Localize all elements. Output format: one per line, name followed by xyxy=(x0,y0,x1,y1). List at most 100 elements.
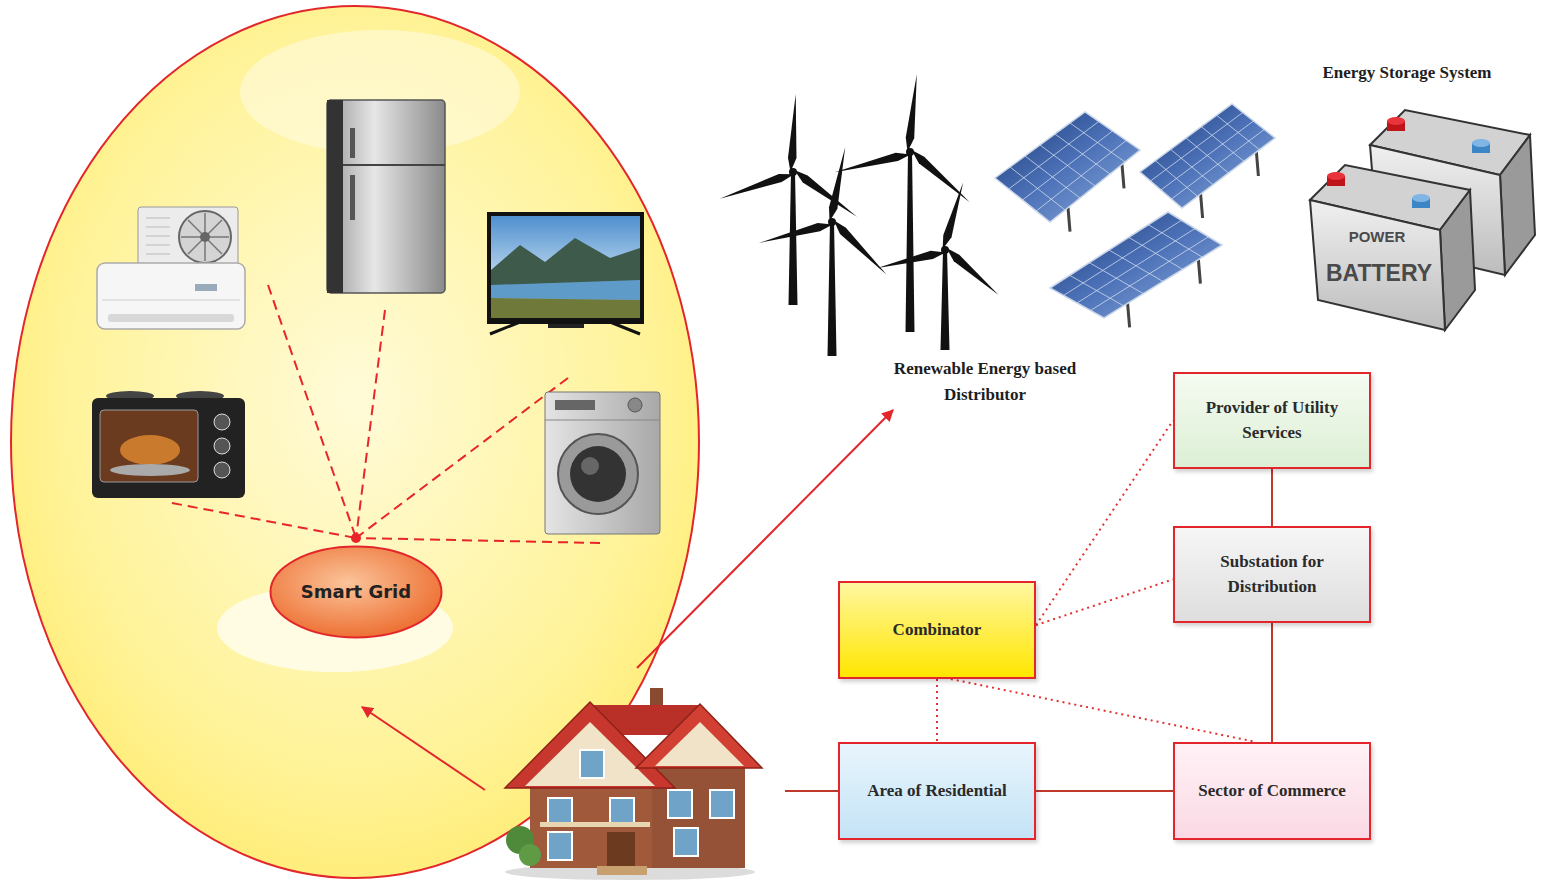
oven xyxy=(110,464,190,476)
solar-panel xyxy=(1064,220,1182,295)
wind-turbine xyxy=(758,219,833,248)
dashed-link xyxy=(356,538,600,543)
house xyxy=(548,798,572,826)
oven xyxy=(100,410,198,482)
air-conditioner xyxy=(146,227,170,228)
air-conditioner xyxy=(108,314,234,322)
battery xyxy=(1387,117,1405,125)
node-text: Sector of Commerce xyxy=(1198,779,1346,804)
node-text: Provider of Utility Services xyxy=(1187,396,1357,445)
refrigerator xyxy=(327,100,343,293)
process-box: Sector of Commerce xyxy=(1173,742,1371,840)
refrigerator xyxy=(327,100,445,293)
air-conditioner xyxy=(146,236,170,237)
solar-panel xyxy=(1161,121,1254,190)
process-box: Substation for Distribution xyxy=(1173,526,1371,623)
battery xyxy=(1440,190,1475,330)
wind-turbine xyxy=(789,172,798,305)
wind-turbine xyxy=(788,94,799,172)
solar-panel xyxy=(995,112,1140,232)
air-conditioner xyxy=(97,207,245,329)
solar-panel xyxy=(1091,237,1209,311)
television xyxy=(487,212,644,324)
wind-turbine xyxy=(877,247,947,273)
solar-panel xyxy=(1151,113,1243,182)
node-text: Smart Grid xyxy=(301,579,411,605)
process-box: Area of Residential xyxy=(838,742,1036,840)
washing-machine xyxy=(581,457,599,475)
television xyxy=(491,298,640,318)
dashed-link xyxy=(356,310,385,538)
house-arrow xyxy=(362,707,485,790)
battery-label: BATTERY xyxy=(1319,256,1439,291)
air-conditioner xyxy=(138,207,238,269)
wind-turbine xyxy=(828,218,836,226)
ellipse-outline xyxy=(271,547,442,638)
connector xyxy=(936,679,938,742)
connector xyxy=(1036,421,1173,626)
wind-turbine xyxy=(941,246,949,254)
dashed-link xyxy=(172,503,356,538)
washing-machine xyxy=(628,398,642,412)
house xyxy=(710,790,734,818)
washing-machine xyxy=(545,420,660,421)
section-title: Energy Storage System xyxy=(1277,60,1537,86)
house xyxy=(505,702,675,788)
solar-panel xyxy=(1023,131,1113,200)
wind-turbine xyxy=(758,146,890,356)
house xyxy=(655,722,744,766)
house xyxy=(548,832,572,860)
refrigerator xyxy=(343,164,445,166)
house xyxy=(505,688,762,880)
house xyxy=(525,722,655,786)
battery xyxy=(1472,139,1490,147)
wind-turbine xyxy=(827,146,849,222)
house xyxy=(607,832,635,868)
house xyxy=(610,798,634,826)
house-arrow xyxy=(362,410,893,791)
solar-panel xyxy=(1068,208,1070,232)
section-title: Renewable Energy based Distributor xyxy=(873,356,1098,407)
dashed-link xyxy=(351,533,361,543)
house xyxy=(580,750,604,778)
battery-label: POWER xyxy=(1342,226,1412,249)
solar-panel xyxy=(1050,212,1222,318)
wind-turbine xyxy=(940,181,966,251)
air-conditioner xyxy=(179,211,231,263)
battery xyxy=(1412,194,1430,202)
solar-panel xyxy=(1140,104,1275,208)
oven xyxy=(214,414,230,430)
refrigerator xyxy=(327,100,445,293)
solar-panel xyxy=(1201,194,1203,218)
connector xyxy=(1036,579,1173,625)
wind-turbine xyxy=(906,152,915,332)
appliance-circle xyxy=(11,6,699,878)
wind-turbine xyxy=(834,74,973,332)
air-conditioner xyxy=(200,232,210,242)
solar-panel xyxy=(1198,260,1200,284)
solar-panel xyxy=(1077,229,1195,304)
refrigerator xyxy=(350,175,355,220)
solar-panel xyxy=(1050,212,1222,327)
node-text: Area of Residential xyxy=(867,779,1006,804)
house xyxy=(519,844,541,866)
house xyxy=(668,790,692,818)
battery xyxy=(1310,165,1475,330)
solar-panel xyxy=(1036,141,1126,212)
house xyxy=(636,704,762,768)
air-conditioner xyxy=(195,284,217,291)
wind-turbine xyxy=(834,149,912,177)
connector xyxy=(951,679,1256,742)
television xyxy=(491,238,640,285)
wind-turbine xyxy=(719,169,795,204)
smart-grid-ellipse: Smart Grid xyxy=(269,545,443,639)
television xyxy=(491,216,640,318)
battery xyxy=(1500,135,1535,275)
house xyxy=(597,866,647,875)
process-box: Provider of Utility Services xyxy=(1173,372,1371,469)
wind-turbine xyxy=(877,181,1003,350)
wind-turbine xyxy=(908,148,973,205)
solar-panel xyxy=(1140,104,1275,218)
